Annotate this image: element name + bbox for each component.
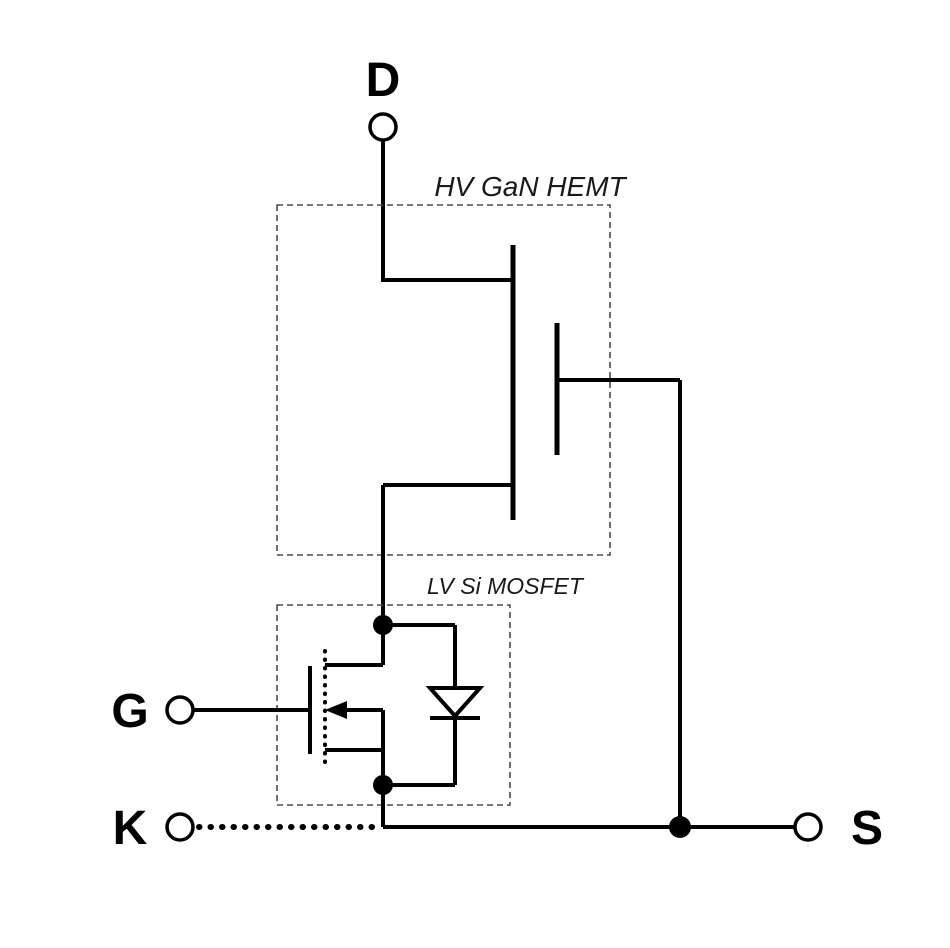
hemt-dashed-outline — [276, 204, 611, 556]
block-label-mosfet: LV Si MOSFET — [427, 573, 585, 599]
mosfet-symbol — [308, 623, 385, 787]
node-source-rail — [669, 816, 691, 838]
mosfet-body-arrow-icon — [325, 701, 347, 719]
terminal-label-source: S — [851, 802, 883, 855]
node-mosfet-drain — [373, 615, 393, 635]
terminal-label-gate: G — [111, 685, 148, 738]
terminal-label-drain: D — [366, 54, 401, 107]
block-label-hemt: HV GaN HEMT — [434, 171, 627, 202]
terminal-source-pin — [793, 812, 823, 842]
terminal-label-kelvin: K — [113, 802, 148, 855]
mosfet-dashed-outline — [276, 604, 511, 806]
terminal-drain-pin — [368, 112, 398, 142]
diode-triangle-icon — [425, 686, 485, 720]
hemt-symbol — [383, 245, 680, 520]
terminal-kelvin-pin — [165, 812, 195, 842]
body-diode-symbol — [383, 623, 485, 787]
terminal-gate-pin — [165, 695, 195, 725]
